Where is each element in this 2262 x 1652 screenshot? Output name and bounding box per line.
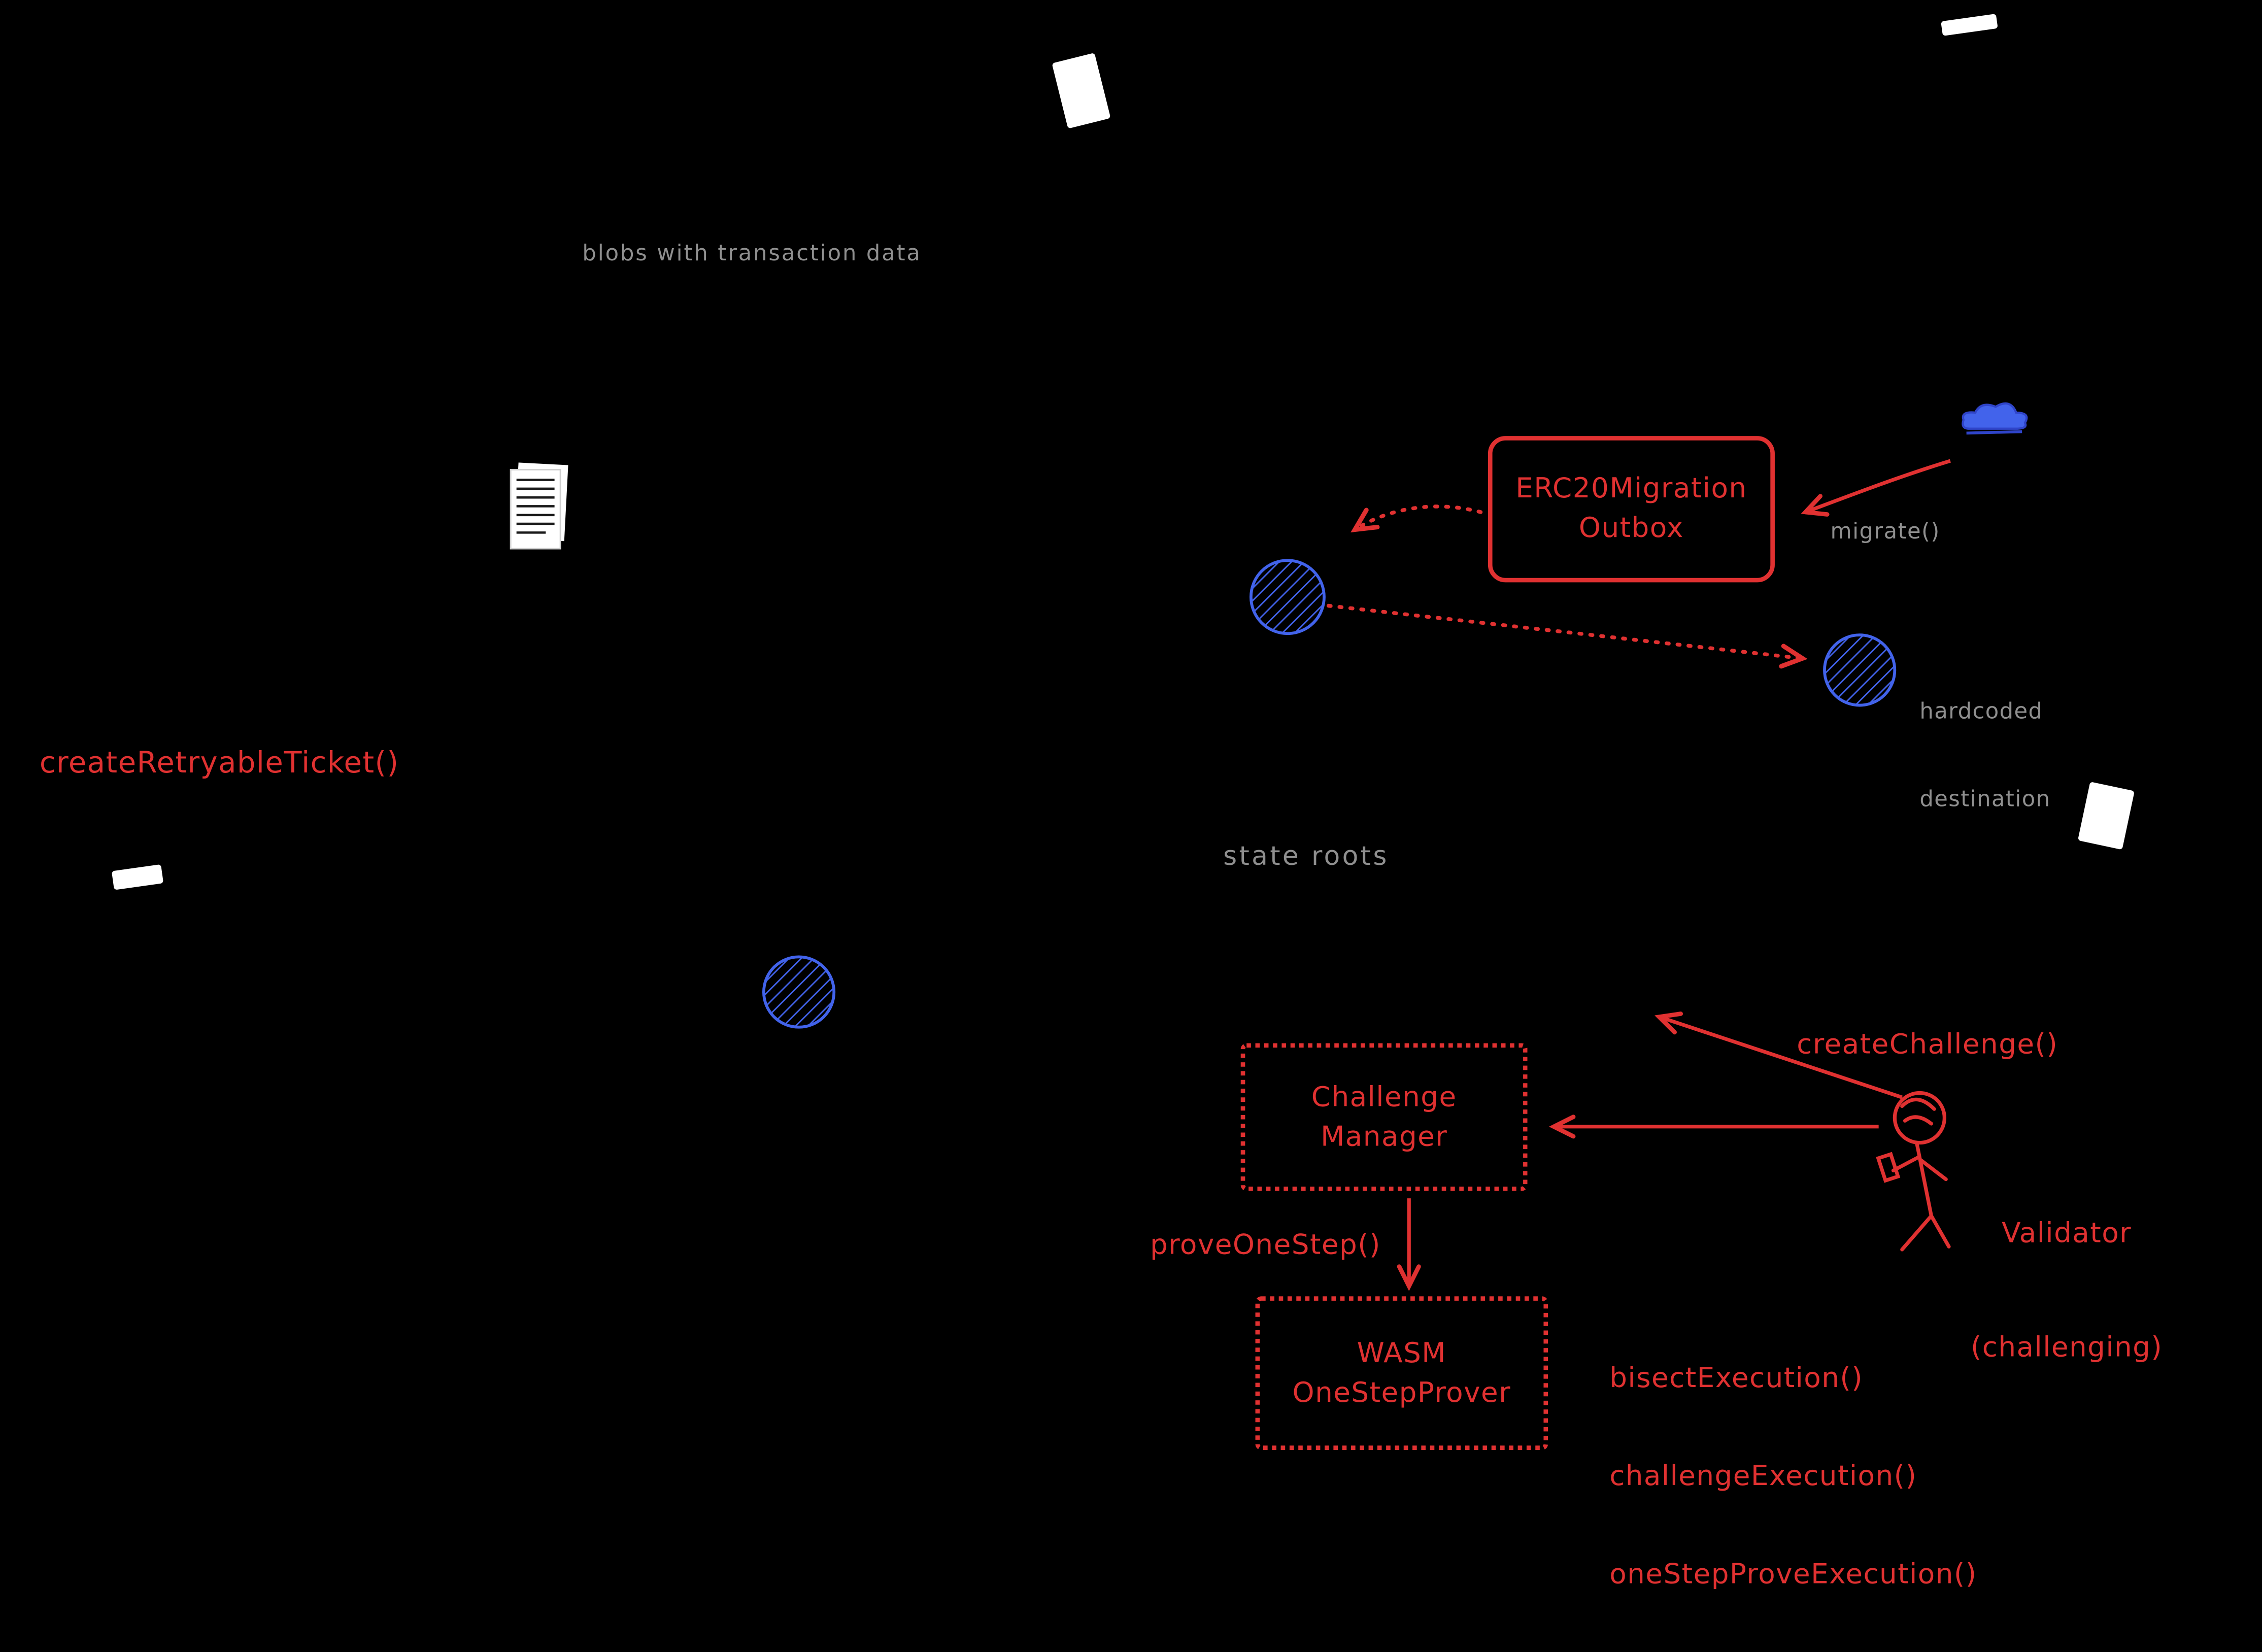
token-to-destination-dotted-arrow xyxy=(1326,603,1808,669)
diagram-canvas: blobs with transaction data state roots … xyxy=(39,14,2173,1591)
challenge-manager-line2: Manager xyxy=(1321,1120,1448,1153)
list-item: challengeExecution() xyxy=(1609,1460,1917,1493)
create-challenge-label: createChallenge() xyxy=(1797,1028,2058,1061)
token-circle-icon xyxy=(1823,633,1897,707)
state-roots-label: state roots xyxy=(1223,841,1389,872)
challenge-manager-box: Challenge Manager xyxy=(1240,1043,1528,1191)
wasm-one-step-prover-box: WASM OneStepProver xyxy=(1255,1296,1548,1450)
outbox-to-token-dotted-arrow xyxy=(1351,504,1483,533)
blobs-label: blobs with transaction data xyxy=(582,240,922,266)
create-retryable-ticket-label: createRetryableTicket() xyxy=(39,745,399,780)
hardcoded-destination-line1: hardcoded xyxy=(1919,698,2043,725)
prove-one-step-label: proveOneStep() xyxy=(1150,1229,1381,1262)
token-circle-icon xyxy=(1249,559,1326,635)
migrate-arrow xyxy=(1801,459,1951,517)
erc20-box-line2: Outbox xyxy=(1578,512,1684,545)
list-item: oneStepProveExecution() xyxy=(1609,1558,1977,1591)
wasm-prover-line1: WASM xyxy=(1357,1336,1447,1369)
list-item: bisectExecution() xyxy=(1609,1362,1864,1395)
arrows-layer xyxy=(1326,459,1951,1291)
validator-label-line1: Validator xyxy=(2002,1217,2132,1250)
migrate-label: migrate() xyxy=(1830,518,1940,545)
create-challenge-arrow xyxy=(1655,1012,1903,1099)
validator-label-line2: (challenging) xyxy=(1970,1331,2163,1364)
challenge-functions-list: bisectExecution() challengeExecution() o… xyxy=(1609,1302,1977,1652)
erc20-box-line1: ERC20Migration xyxy=(1515,473,1747,505)
token-circle-icon xyxy=(762,955,836,1029)
stick-figure-icon xyxy=(1876,1091,1951,1252)
document-icon xyxy=(510,462,568,550)
wasm-prover-line2: OneStepProver xyxy=(1292,1376,1511,1408)
cloud-icon xyxy=(1962,402,2028,435)
validator-label: Validator (challenging) xyxy=(1961,1138,2173,1443)
challenge-manager-line1: Challenge xyxy=(1311,1081,1457,1113)
hardcoded-destination-line2: destination xyxy=(1919,786,2051,813)
hardcoded-destination-label: hardcoded destination xyxy=(1919,638,2050,872)
erc20-migration-outbox-box: ERC20Migration Outbox xyxy=(1488,436,1775,583)
